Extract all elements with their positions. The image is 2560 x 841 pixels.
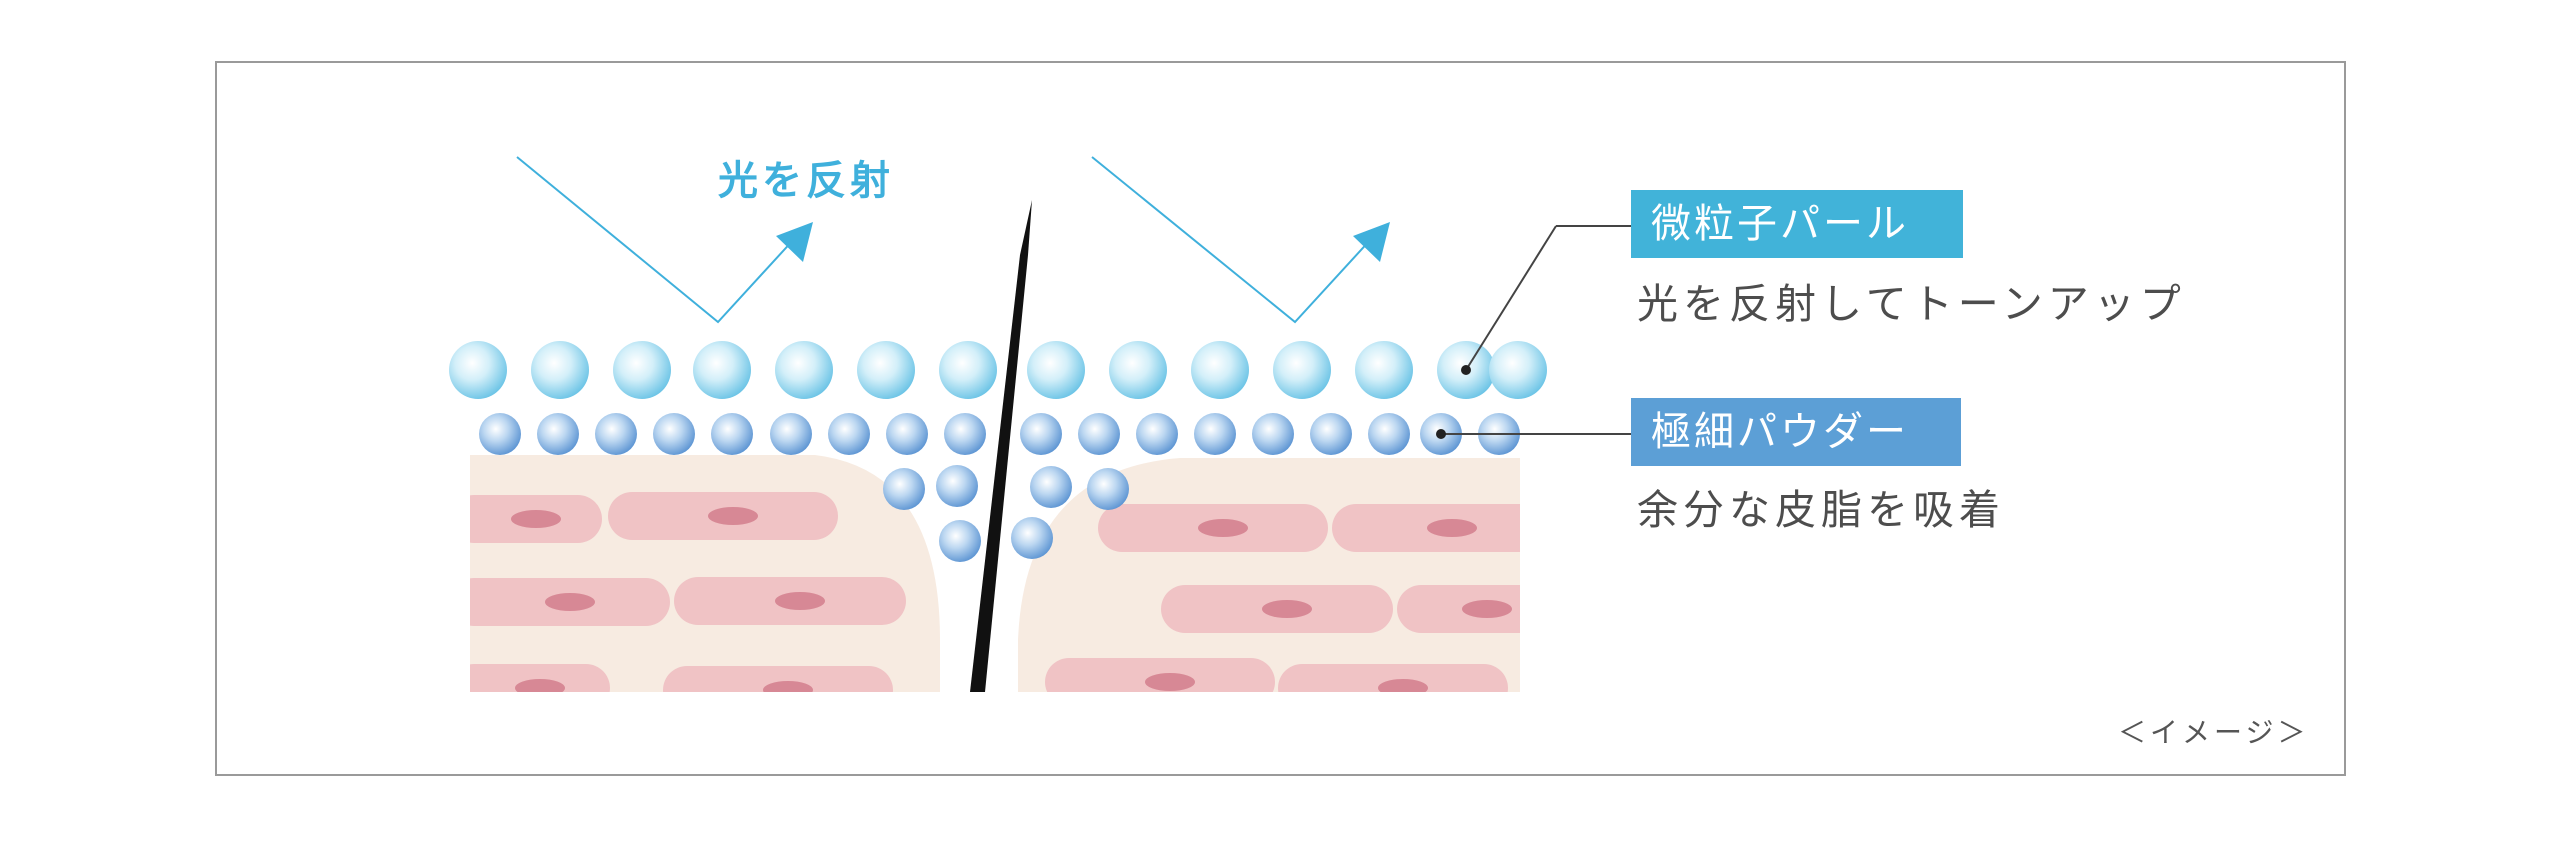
pearl-particle bbox=[1191, 341, 1249, 399]
pearl-particle bbox=[939, 341, 997, 399]
skin-cell-nucleus bbox=[515, 679, 565, 692]
skin-cell-nucleus bbox=[511, 510, 561, 528]
powder-particle bbox=[1136, 413, 1178, 455]
skin-cell bbox=[470, 664, 610, 692]
powder-particle bbox=[939, 520, 981, 562]
pearl-particle bbox=[613, 341, 671, 399]
light-glow bbox=[622, 225, 812, 385]
powder-particle bbox=[1194, 413, 1236, 455]
powder-particle bbox=[944, 413, 986, 455]
powder-particle bbox=[1310, 413, 1352, 455]
skin-cell-nucleus bbox=[763, 681, 813, 692]
powder-particle bbox=[1368, 413, 1410, 455]
skin-cell bbox=[1332, 504, 1520, 552]
powder-particle bbox=[537, 413, 579, 455]
skin-cell-nucleus bbox=[1462, 600, 1512, 618]
pearl-pointer-dot bbox=[1461, 365, 1471, 375]
light-ray bbox=[516, 156, 796, 324]
pearl-particle bbox=[693, 341, 751, 399]
skin-cell-nucleus bbox=[1198, 519, 1248, 537]
light-ray bbox=[1091, 156, 1373, 324]
powder-particle bbox=[1020, 413, 1062, 455]
pearl-particle bbox=[449, 341, 507, 399]
arrowhead-icon bbox=[1353, 222, 1390, 262]
powder-particle bbox=[1252, 413, 1294, 455]
pearl-particle bbox=[857, 341, 915, 399]
powder-particle bbox=[1078, 413, 1120, 455]
skin-left bbox=[470, 455, 940, 692]
skin-cell bbox=[1397, 585, 1520, 633]
pearl-particle bbox=[1109, 341, 1167, 399]
light-glow bbox=[1200, 225, 1390, 385]
pearl-particle bbox=[1027, 341, 1085, 399]
skin-cell-nucleus bbox=[708, 507, 758, 525]
pearl-tag: 微粒子パール bbox=[1631, 190, 1963, 258]
skin-cell bbox=[1278, 664, 1508, 692]
pearl-particle bbox=[1489, 341, 1547, 399]
pore-wrinkle-line bbox=[970, 200, 1032, 692]
powder-particle bbox=[1011, 517, 1053, 559]
skin-cell bbox=[663, 666, 893, 692]
powder-pointer-dot bbox=[1436, 429, 1446, 439]
pearl-particle bbox=[531, 341, 589, 399]
arrowhead-icon bbox=[776, 222, 813, 262]
image-note: ＜イメージ＞ bbox=[2118, 716, 2310, 749]
pearl-description: 光を反射してトーンアップ bbox=[1637, 280, 2186, 328]
pearl-leader-line bbox=[1465, 225, 1557, 371]
powder-particle bbox=[936, 465, 978, 507]
powder-particle bbox=[1087, 468, 1129, 510]
powder-particle bbox=[770, 413, 812, 455]
pearl-particle bbox=[1273, 341, 1331, 399]
skin-cell-nucleus bbox=[1262, 600, 1312, 618]
powder-description: 余分な皮脂を吸着 bbox=[1637, 486, 2005, 534]
pearl-particle bbox=[1355, 341, 1413, 399]
skin-cell-nucleus bbox=[1427, 519, 1477, 537]
powder-particle bbox=[595, 413, 637, 455]
light-reflect-label: 光を反射 bbox=[718, 158, 894, 204]
skin-cell-nucleus bbox=[1145, 673, 1195, 691]
powder-particle bbox=[711, 413, 753, 455]
powder-tag: 極細パウダー bbox=[1631, 398, 1961, 466]
powder-particle bbox=[479, 413, 521, 455]
powder-particle bbox=[886, 413, 928, 455]
skin-cell-nucleus bbox=[775, 592, 825, 610]
pearl-particle bbox=[775, 341, 833, 399]
powder-particle bbox=[1030, 466, 1072, 508]
powder-particle bbox=[653, 413, 695, 455]
skin-cell-nucleus bbox=[1378, 679, 1428, 692]
powder-particle bbox=[883, 468, 925, 510]
skin-cell-nucleus bbox=[545, 593, 595, 611]
powder-particle bbox=[828, 413, 870, 455]
